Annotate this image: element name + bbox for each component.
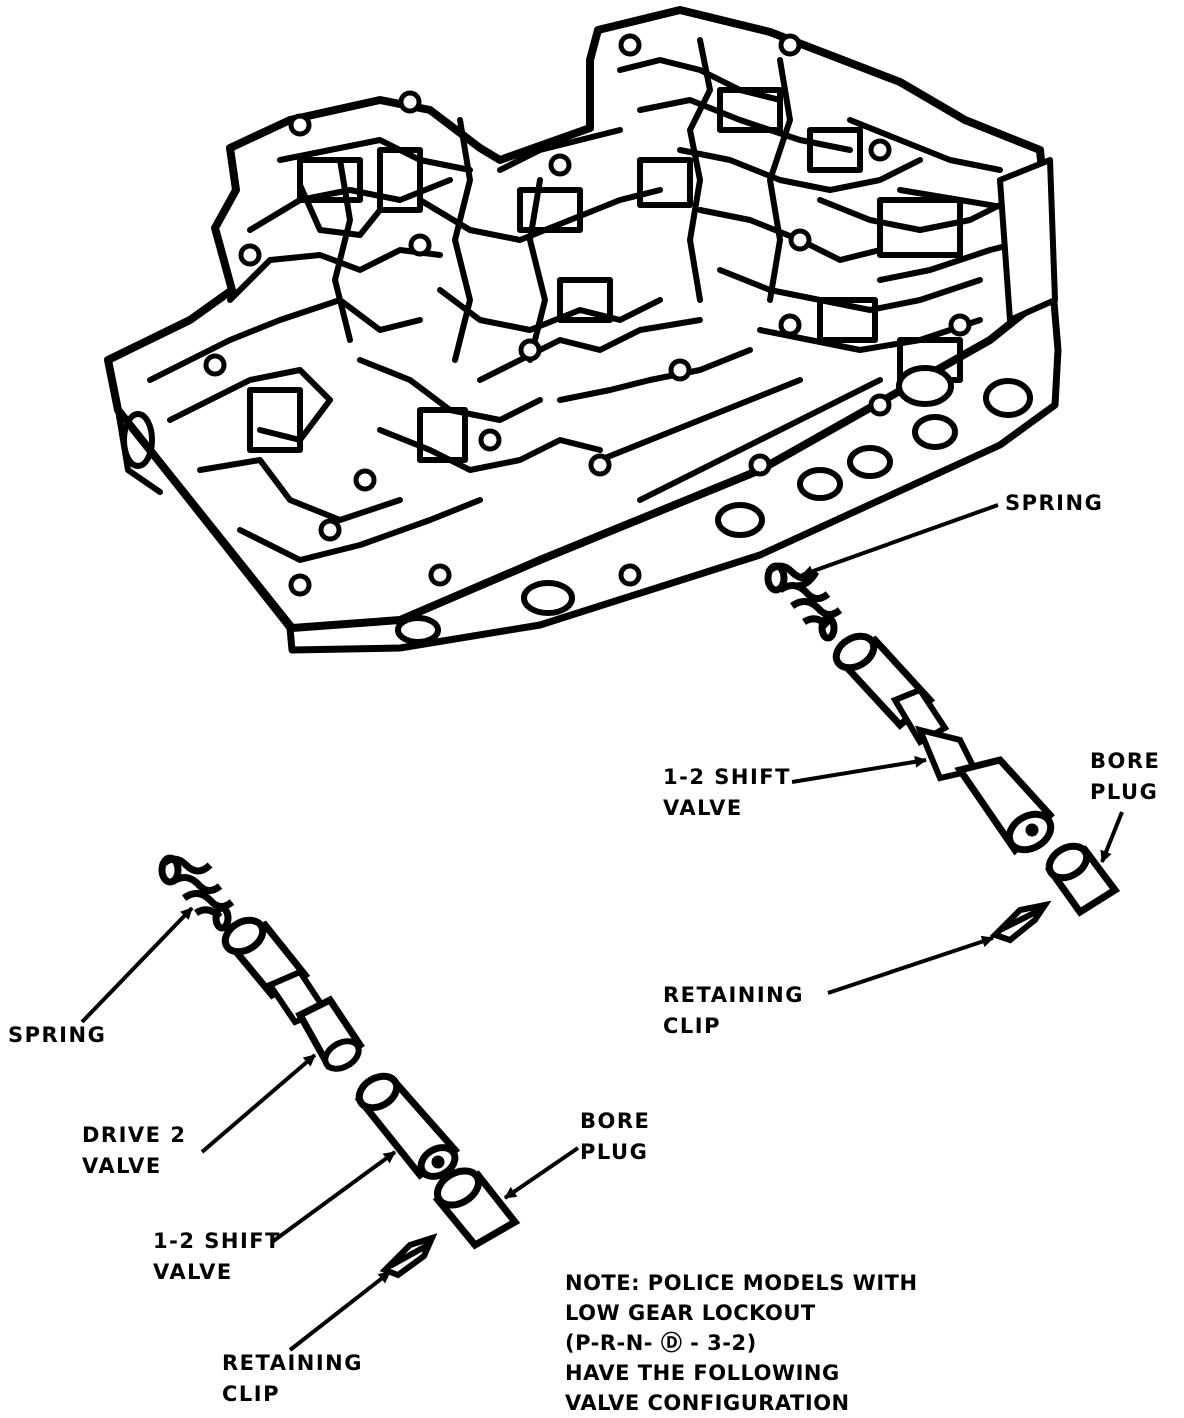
note-line-1: NOTE: POLICE MODELS WITH — [565, 1271, 918, 1295]
label-lower-spring: SPRING — [8, 1023, 107, 1047]
label-lower-retaining-clip: RETAINING CLIP — [222, 1351, 363, 1406]
label-lower-drive2-valve: DRIVE 2 VALVE — [82, 1123, 187, 1178]
note-line-2: LOW GEAR LOCKOUT — [565, 1301, 816, 1325]
label-upper-shift-valve: 1-2 SHIFT VALVE — [663, 765, 791, 820]
lower-shift-valve — [354, 1072, 461, 1180]
label-upper-retaining-clip: RETAINING CLIP — [663, 983, 804, 1038]
valve-body-casting — [104, 6, 1062, 654]
note-line-5: VALVE CONFIGURATION — [565, 1391, 850, 1415]
arrow-lower-retaining-clip — [288, 1270, 392, 1352]
label-upper-spring: SPRING — [1005, 491, 1104, 515]
upper-shift-valve — [832, 632, 1055, 856]
arrow-lower-shift-valve — [270, 1150, 397, 1244]
label-lower-bore-plug: BORE PLUG — [580, 1109, 651, 1164]
arrow-lower-drive2-valve — [200, 1053, 317, 1154]
arrow-lower-spring — [80, 906, 194, 1024]
lower-bore-plug — [432, 1167, 521, 1250]
note-block: NOTE: POLICE MODELS WITH LOW GEAR LOCKOU… — [565, 1268, 918, 1418]
lower-retaining-clip — [379, 1233, 438, 1279]
upper-bore-plug — [1044, 842, 1121, 917]
label-lower-shift-valve: 1-2 SHIFT VALVE — [153, 1229, 281, 1284]
upper-retaining-clip — [989, 900, 1052, 944]
arrow-upper-spring — [801, 503, 999, 577]
arrow-upper-bore-plug — [1100, 811, 1124, 863]
arrow-upper-shift-valve — [791, 755, 927, 784]
lower-spring — [158, 854, 235, 932]
upper-spring — [764, 562, 843, 642]
lower-drive2-valve — [221, 916, 365, 1072]
label-upper-bore-plug: BORE PLUG — [1090, 749, 1161, 804]
leader-lines — [80, 503, 1124, 1352]
arrow-lower-bore-plug — [503, 1146, 580, 1200]
note-line-3: (P-R-N- Ⓓ - 3-2) — [565, 1331, 757, 1355]
arrow-upper-retaining-clip — [827, 935, 994, 995]
note-line-4: HAVE THE FOLLOWING — [565, 1361, 840, 1385]
